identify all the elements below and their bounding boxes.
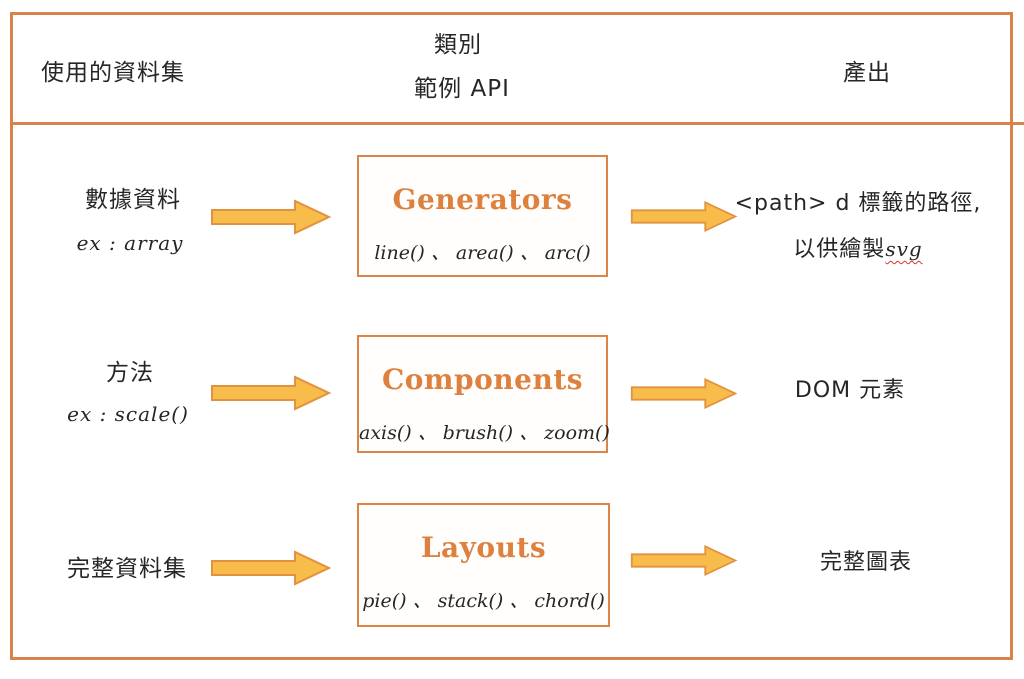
input-label-line1: 方法: [106, 360, 154, 386]
arrow-right-icon: [630, 199, 738, 234]
input-label-line1: 數據資料: [85, 187, 181, 213]
arrow-right-icon: [210, 549, 332, 587]
output-svg-word: svg: [885, 237, 923, 261]
category-box-title: Layouts: [420, 531, 547, 564]
diagram-frame: [10, 12, 1013, 660]
output-label-line1: DOM 元素: [794, 378, 906, 403]
category-box-title: Components: [381, 363, 584, 396]
header-datasets: 使用的資料集: [41, 60, 185, 86]
category-box-apis: axis() 、 brush() 、 zoom(): [359, 422, 610, 444]
input-label-line1: 完整資料集: [67, 556, 187, 582]
category-box-title: Generators: [392, 183, 573, 216]
arrow-right-icon: [630, 376, 738, 411]
arrow-right-icon: [630, 543, 738, 578]
header-output: 產出: [843, 60, 891, 86]
header-category-line1: 類別: [434, 32, 482, 58]
category-box-apis: line() 、 area() 、 arc(): [374, 242, 591, 264]
category-box-layouts: Layouts pie() 、 stack() 、 chord(): [357, 503, 610, 627]
header-divider: [10, 122, 1024, 125]
category-box-components: Components axis() 、 brush() 、 zoom(): [357, 335, 610, 453]
arrow-right-icon: [210, 198, 332, 236]
input-label-line2: ex : array: [76, 231, 184, 255]
output-label-line2-prefix: 以供繪製: [793, 237, 886, 262]
output-label-line1: 完整圖表: [819, 550, 913, 575]
output-label-line2: 以供繪製svg: [793, 231, 922, 263]
category-box-generators: Generators line() 、 area() 、 arc(): [357, 155, 608, 277]
header-category-line2: 範例 API: [414, 76, 510, 102]
category-box-apis: pie() 、 stack() 、 chord(): [362, 590, 605, 612]
output-label-line1: <path> d 標籤的路徑,: [734, 191, 982, 216]
input-label-line2: ex : scale(): [67, 402, 189, 426]
arrow-right-icon: [210, 374, 332, 412]
